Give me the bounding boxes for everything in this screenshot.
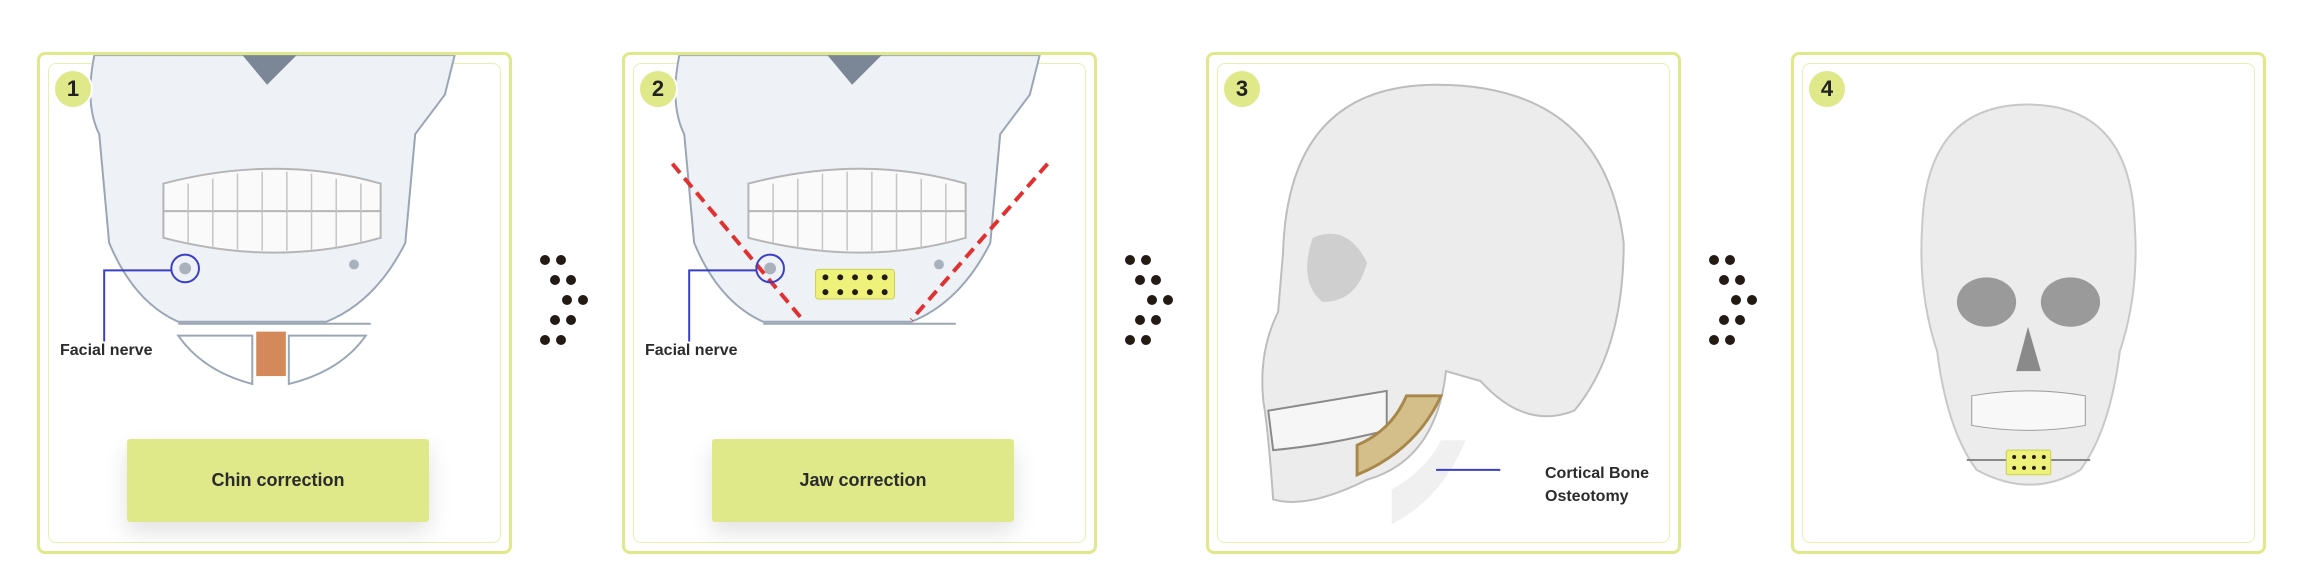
side-skull-illustration — [1261, 83, 1625, 525]
front-skull-result-illustration — [1920, 103, 2137, 486]
osteotomy-label: Osteotomy — [1545, 488, 1629, 505]
inner-border — [1802, 63, 2255, 543]
step-3-panel: 3 Cortical Bone Osteotomy — [1206, 52, 1681, 554]
cortical-bone-label: Cortical Bone — [1545, 465, 1650, 482]
step-2-panel: 2 Facial nerve Jaw correction — [622, 52, 1097, 554]
jaw-cut-lines — [670, 162, 1050, 322]
jaw-correction-button[interactable]: Jaw correction — [712, 439, 1014, 522]
facial-nerve-label: Facial nerve — [60, 342, 153, 359]
next-step-dots-arrow-icon — [1709, 255, 1759, 347]
front-skull-illustration — [625, 55, 1094, 325]
step-number-badge: 4 — [1807, 69, 1847, 109]
step-1-panel: 1 Facial nerve Chin correction — [37, 52, 512, 554]
facial-nerve-marker — [103, 253, 200, 342]
front-skull-illustration — [40, 55, 509, 386]
next-step-dots-arrow-icon — [540, 255, 590, 347]
step-number-badge: 2 — [638, 69, 678, 109]
next-step-dots-arrow-icon — [1125, 255, 1175, 347]
facial-nerve-marker — [688, 253, 785, 342]
facial-nerve-label: Facial nerve — [645, 342, 738, 359]
chin-implant — [256, 331, 286, 377]
step-number-badge: 3 — [1222, 69, 1262, 109]
fixation-plate — [815, 268, 896, 300]
step-4-panel: 4 — [1791, 52, 2266, 554]
chin-correction-button[interactable]: Chin correction — [127, 439, 429, 522]
step-number-badge: 1 — [53, 69, 93, 109]
inner-border — [1217, 63, 1670, 543]
